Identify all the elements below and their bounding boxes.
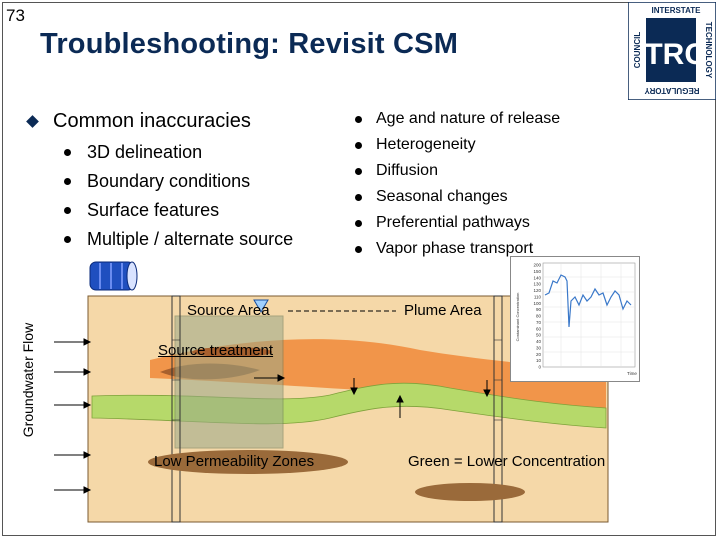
list-item-text: Age and nature of release [376, 110, 561, 127]
list-heading: Common inaccuracies [26, 108, 293, 134]
inset-y-tick-label: 150 [533, 269, 541, 274]
bullet-icon [64, 178, 71, 185]
plume-area-label: Plume Area [404, 302, 482, 319]
list-item: Boundary conditions [64, 167, 293, 196]
low-permeability-label: Low Permeability Zones [154, 453, 315, 470]
inset-y-tick-label: 140 [533, 275, 541, 280]
bullet-icon [64, 236, 71, 243]
inset-y-axis-label: Contaminant Concentration [515, 293, 520, 342]
drum-icon [89, 261, 138, 291]
concentration-series-line [544, 274, 632, 328]
list-item-text: Boundary conditions [87, 171, 251, 191]
inset-y-tick-label: 90 [536, 307, 542, 312]
vertical-flux-arrows [254, 374, 491, 418]
bullet-icon [355, 167, 362, 175]
well-right [493, 295, 503, 523]
factors-list: Age and nature of release Heterogeneity … [355, 106, 560, 262]
inset-y-tick-label: 50 [536, 333, 542, 338]
list-item: Seasonal changes [355, 184, 560, 210]
bullet-icon [355, 193, 362, 201]
list-item-text: Surface features [87, 200, 220, 220]
list-item-text: Heterogeneity [376, 136, 476, 153]
source-treatment-label: Source treatment [158, 342, 274, 359]
list-item-text: 3D delineation [87, 142, 203, 162]
list-item-text: Diffusion [376, 162, 438, 179]
source-marker-icon [253, 299, 269, 313]
list-item: Multiple / alternate source [64, 225, 293, 254]
inset-y-tick-label: 60 [536, 326, 542, 331]
list-item: 3D delineation [64, 138, 293, 167]
flow-arrows [54, 338, 92, 494]
list-item: Preferential pathways [355, 210, 560, 236]
bullet-icon [64, 149, 71, 156]
source-treatment-zone [174, 315, 284, 449]
list-item-text: Multiple / alternate source [87, 229, 294, 249]
inset-chart-svg: 2001501401301201101009080706050403020100… [515, 263, 637, 377]
slide-number: 73 [6, 6, 25, 25]
logo-bottom-text: REGULATORY [644, 86, 700, 95]
low-permeability-lens [415, 483, 525, 501]
bullet-icon [355, 245, 362, 253]
well-left [171, 295, 181, 523]
inset-y-tick-label: 0 [538, 365, 541, 370]
clay-lens [192, 347, 272, 357]
inset-x-axis-label: Time [627, 371, 637, 376]
inset-y-tick-label: 110 [534, 294, 542, 299]
logo-main-text: ITRC [636, 38, 706, 71]
list-item: Heterogeneity [355, 132, 560, 158]
list-item: Age and nature of release [355, 106, 560, 132]
list-item: Surface features [64, 196, 293, 225]
inset-y-tick-label: 70 [536, 320, 542, 325]
list-item: Diffusion [355, 158, 560, 184]
list-item-text: Preferential pathways [376, 214, 530, 231]
inset-y-tick-label: 200 [533, 263, 541, 268]
common-inaccuracies-list: Common inaccuracies 3D delineation Bound… [26, 108, 293, 254]
inset-y-tick-label: 10 [536, 358, 542, 363]
inset-y-tick-label: 30 [536, 345, 542, 350]
list-heading-text: Common inaccuracies [53, 109, 251, 132]
logo-right-text: TECHNOLOGY [704, 22, 713, 79]
logo-top-text: INTERSTATE [651, 6, 701, 15]
logo-left-text: COUNCIL [633, 32, 642, 69]
bullet-icon [64, 207, 71, 214]
slide-title: Troubleshooting: Revisit CSM [40, 28, 459, 60]
itrc-logo: ITRC INTERSTATE REGULATORY COUNCIL TECHN… [628, 2, 716, 100]
inset-y-tick-label: 130 [533, 282, 541, 287]
low-permeability-lens [148, 450, 348, 474]
list-item-text: Vapor phase transport [376, 240, 534, 257]
bullet-icon [355, 219, 362, 227]
list-item: Vapor phase transport [355, 236, 560, 262]
green-concentration-note: Green = Lower Concentration [408, 453, 606, 470]
inset-y-tick-label: 20 [536, 352, 542, 357]
inset-y-tick-label: 80 [536, 314, 542, 319]
bullet-icon [355, 115, 362, 123]
inset-y-tick-label: 120 [533, 288, 541, 293]
bullet-icon [355, 141, 362, 149]
inset-y-tick-label: 40 [536, 339, 542, 344]
list-item-text: Seasonal changes [376, 188, 508, 205]
source-area-label: Source Area [187, 302, 270, 319]
sub-list: 3D delineation Boundary conditions Surfa… [28, 138, 293, 254]
inset-y-tick-label: 100 [533, 301, 541, 306]
